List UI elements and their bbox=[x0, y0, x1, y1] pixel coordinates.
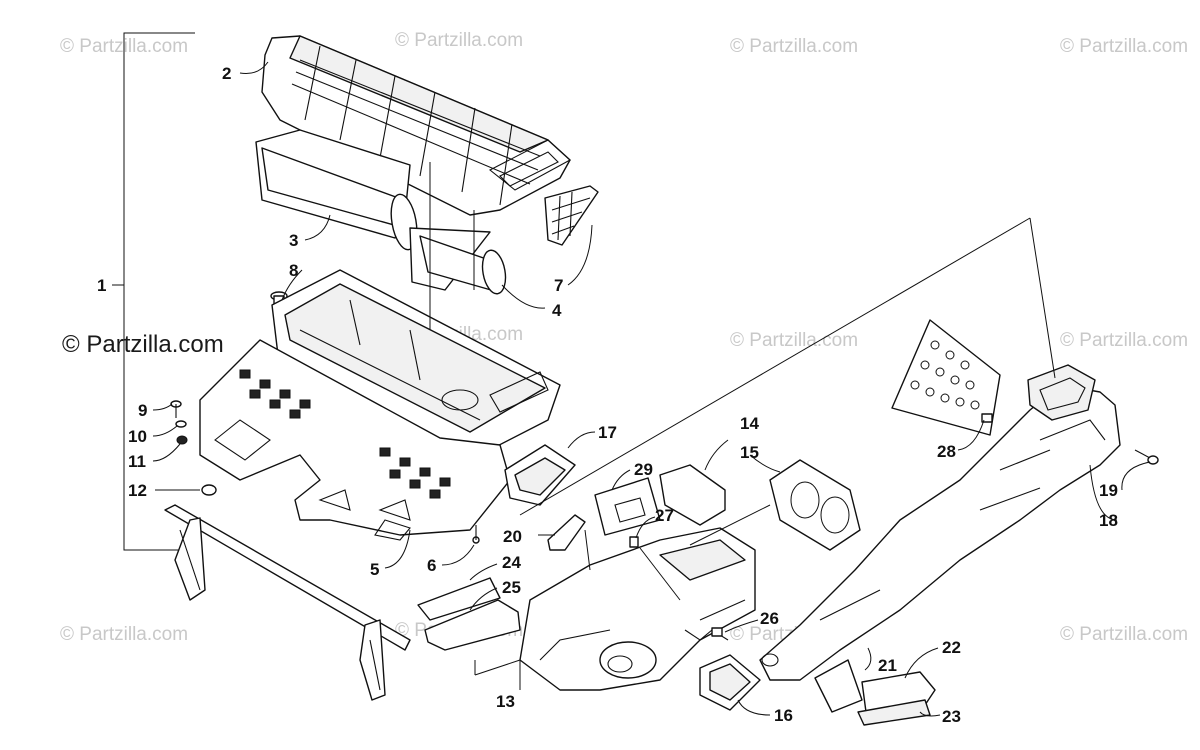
hardware-fasteners bbox=[170, 400, 480, 544]
part-10-washer bbox=[175, 420, 187, 428]
part-17-seal bbox=[504, 444, 576, 506]
callout-24: 24 bbox=[502, 553, 521, 572]
part-18-intake-duct bbox=[759, 364, 1121, 681]
watermark: © Partzilla.com bbox=[1060, 624, 1188, 645]
callout-9: 9 bbox=[138, 401, 147, 420]
callout-26: 26 bbox=[760, 609, 779, 628]
part-4-filter-tube bbox=[409, 227, 507, 295]
callout-29: 29 bbox=[634, 460, 653, 479]
callout-11: 11 bbox=[128, 452, 146, 471]
callout-18: 18 bbox=[1099, 511, 1118, 530]
part-28-shield bbox=[891, 319, 1001, 436]
part-16-seal bbox=[699, 654, 761, 711]
callout-21: 21 bbox=[878, 656, 897, 675]
part-27-connector bbox=[629, 536, 639, 548]
part-11-nut bbox=[176, 435, 188, 445]
chassis-frame bbox=[164, 504, 411, 701]
callout-7: 7 bbox=[554, 276, 563, 295]
callout-8: 8 bbox=[289, 261, 298, 280]
part-2-intake-silencer bbox=[261, 35, 571, 216]
assembly-bracket bbox=[112, 32, 195, 551]
part-7-inlet-screen bbox=[544, 185, 599, 246]
callout-4: 4 bbox=[552, 301, 562, 320]
part-25-pad bbox=[424, 599, 521, 651]
callout-16: 16 bbox=[774, 706, 793, 725]
watermark: © Partzilla.com bbox=[730, 330, 858, 351]
callout-20: 20 bbox=[503, 527, 522, 546]
reference-lines bbox=[429, 162, 1056, 676]
part-19-screw bbox=[1134, 449, 1159, 465]
callout-2: 2 bbox=[222, 64, 231, 83]
callout-17: 17 bbox=[598, 423, 617, 442]
leader-lines bbox=[152, 61, 1151, 717]
part-15-adapter bbox=[769, 459, 861, 551]
callout-10: 10 bbox=[128, 427, 147, 446]
callout-19: 19 bbox=[1099, 481, 1118, 500]
callout-3: 3 bbox=[289, 231, 298, 250]
watermark: © Partzilla.com bbox=[395, 30, 523, 51]
callout-15: 15 bbox=[740, 443, 759, 462]
callout-13: 13 bbox=[496, 692, 515, 711]
part-21-pad bbox=[814, 659, 863, 713]
callout-22: 22 bbox=[942, 638, 961, 657]
callout-27: 27 bbox=[655, 506, 674, 525]
part-24-pad bbox=[417, 577, 501, 621]
callout-25: 25 bbox=[502, 578, 521, 597]
callout-labels: 1 2 3 4 5 6 7 8 9 10 11 12 13 14 15 16 1… bbox=[97, 64, 1118, 726]
part-14-gasket bbox=[659, 464, 726, 526]
part-26-sensor bbox=[684, 627, 729, 641]
callout-1: 1 bbox=[97, 276, 106, 295]
part-29-foam bbox=[594, 477, 661, 536]
callout-5: 5 bbox=[370, 560, 379, 579]
watermark: © Partzilla.com bbox=[730, 36, 858, 57]
watermark: © Partzilla.com bbox=[1060, 330, 1188, 351]
part-13-lower-duct bbox=[519, 527, 756, 691]
callout-28: 28 bbox=[937, 442, 956, 461]
lower-tray bbox=[199, 339, 511, 541]
part-28-sensor bbox=[981, 413, 993, 423]
watermark-dark: © Partzilla.com bbox=[62, 331, 224, 358]
watermark: © Partzilla.com bbox=[60, 624, 188, 645]
callout-23: 23 bbox=[942, 707, 961, 726]
part-23-pad bbox=[857, 699, 931, 726]
callout-12: 12 bbox=[128, 481, 147, 500]
part-12-grommet bbox=[201, 484, 217, 496]
part-20-clip bbox=[547, 514, 586, 551]
part-3-filter-tube bbox=[255, 129, 418, 251]
callout-6: 6 bbox=[427, 556, 436, 575]
callout-14: 14 bbox=[740, 414, 759, 433]
watermark: © Partzilla.com bbox=[1060, 36, 1188, 57]
